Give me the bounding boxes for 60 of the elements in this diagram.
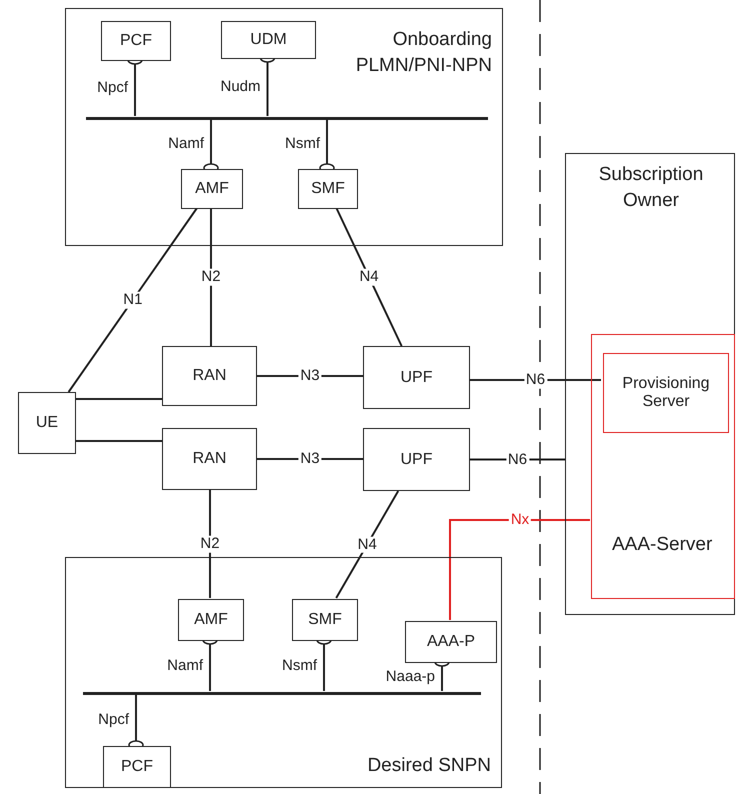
node-label: AAA-P [426, 633, 475, 651]
node-label: Provisioning Server [621, 375, 711, 411]
function-box [363, 346, 470, 409]
connector-line [449, 519, 590, 620]
area-title: Desired SNPN [366, 754, 491, 778]
edge-label: Namf [166, 657, 204, 674]
connector-line [76, 440, 162, 442]
function-box [298, 169, 358, 209]
node-label: RAN [192, 450, 226, 468]
connector-line [257, 458, 363, 460]
network-area [65, 8, 503, 246]
connector-line [257, 375, 363, 377]
connector-line [76, 398, 162, 400]
function-box [181, 169, 243, 209]
node-label: AMF [194, 611, 228, 629]
bus-line [83, 692, 481, 695]
node-label: UE [36, 414, 58, 432]
edge-label: N1 [121, 292, 144, 308]
node-label: PCF [121, 758, 153, 776]
edge-label: Npcf [97, 711, 130, 728]
function-box [101, 21, 171, 61]
connector-line [336, 208, 402, 346]
network-area [65, 557, 502, 788]
connector-line [209, 490, 211, 598]
function-box [292, 599, 358, 641]
connector-line [335, 490, 400, 598]
area-title: Subscription Owner [598, 163, 704, 213]
edge-label: Nudm [219, 78, 262, 96]
function-box [103, 746, 171, 788]
connector-line [68, 207, 198, 393]
node-label: SMF [308, 611, 342, 629]
edge-label: Namf [167, 135, 205, 152]
network-area [565, 153, 735, 615]
node-label: RAN [192, 367, 226, 385]
function-box [405, 621, 497, 663]
node-label: AMF [195, 180, 229, 198]
function-box [18, 392, 76, 454]
network-area [591, 334, 735, 599]
edge-label: N6 [524, 372, 548, 388]
connector-line [470, 379, 601, 381]
function-box [162, 346, 257, 406]
node-label: UPF [400, 368, 432, 386]
node-label: PCF [120, 32, 152, 50]
node-label: UDM [250, 31, 287, 49]
edge-label: Nsmf [281, 657, 318, 674]
function-box [603, 353, 729, 433]
edge-label: N4 [356, 536, 379, 553]
node-label: UPF [400, 450, 432, 468]
connector-line [210, 208, 212, 346]
bus-line [86, 117, 488, 120]
function-box [162, 428, 257, 490]
node-label: SMF [311, 180, 345, 198]
edge-label: Naaa-p [384, 668, 436, 685]
function-box [221, 21, 316, 59]
edge-label: Nsmf [284, 135, 321, 152]
area-title: Onboarding PLMN/PNI-NPN [354, 28, 492, 78]
function-box [363, 428, 470, 491]
area-title: AAA-Server [612, 533, 714, 558]
function-box [178, 599, 244, 641]
edge-label: Npcf [96, 80, 129, 96]
